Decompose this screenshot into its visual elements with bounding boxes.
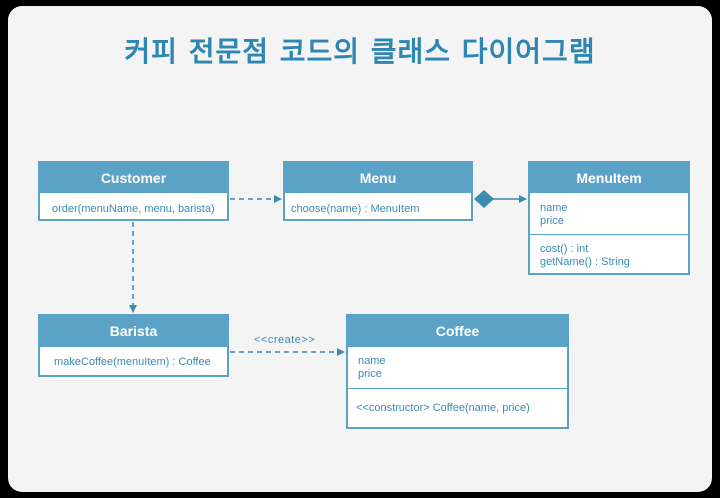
method-order: order(menuName, menu, barista) [52,203,215,215]
class-barista-name: Barista [40,316,227,347]
class-coffee: Coffee name price <<constructor> Coffee(… [346,314,569,429]
class-menuitem: MenuItem name price cost() : int getName… [528,161,690,275]
class-coffee-attributes: name price [348,347,567,388]
class-menuitem-attributes: name price [530,193,688,234]
class-customer-methods: order(menuName, menu, barista) [40,193,227,219]
method-cost: cost() : int [540,243,589,255]
class-menu-name: Menu [285,163,471,193]
class-coffee-name: Coffee [348,316,567,347]
class-coffee-methods: <<constructor> Coffee(name, price) [348,388,567,427]
diagram-title: 커피 전문점 코드의 클래스 다이어그램 [124,35,596,68]
create-stereotype-label: <<create>> [254,334,316,346]
composition-diamond-icon [474,190,494,208]
class-barista: Barista makeCoffee(menuItem) : Coffee [38,314,229,377]
method-getname: getName() : String [540,256,630,268]
class-menuitem-methods: cost() : int getName() : String [530,234,688,273]
class-menu-methods: choose(name) : MenuItem [285,193,471,219]
method-choose: choose(name) : MenuItem [291,203,420,215]
attribute-price: price [540,215,564,227]
class-barista-methods: makeCoffee(menuItem) : Coffee [40,347,227,375]
class-customer: Customer order(menuName, menu, barista) [38,161,229,221]
attribute-name: name [540,202,568,214]
class-customer-name: Customer [40,163,227,193]
method-constructor: <<constructor> Coffee(name, price) [356,402,530,414]
method-makecoffee: makeCoffee(menuItem) : Coffee [54,356,211,368]
class-menuitem-name: MenuItem [530,163,688,193]
attribute-price: price [358,368,382,380]
class-menu: Menu choose(name) : MenuItem [283,161,473,221]
attribute-name: name [358,355,386,367]
